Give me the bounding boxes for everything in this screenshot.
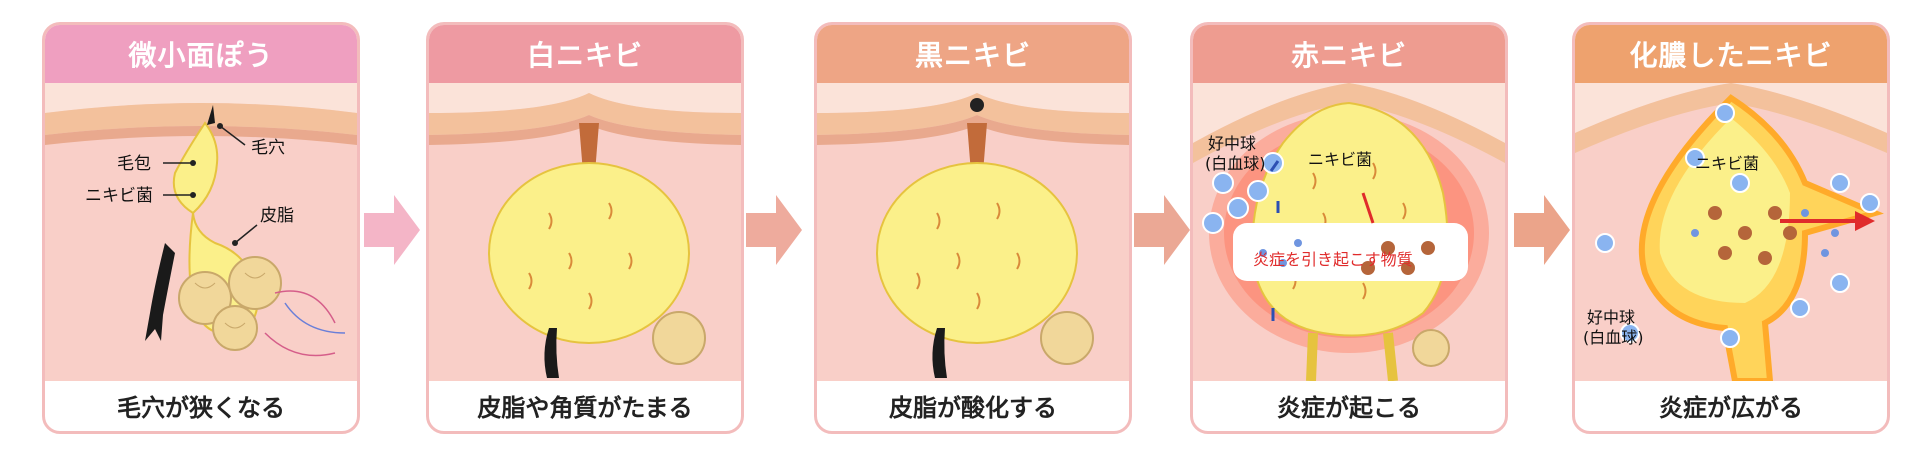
label-wbc: 好中球 [1208, 134, 1256, 153]
panel-title: 赤ニキビ [1193, 25, 1505, 83]
blackhead-illustration [817, 83, 1129, 381]
label-wbc-sub: (白血球) [1583, 328, 1644, 347]
label-sebaceous: 皮脂 [260, 206, 294, 226]
panel-title: 白ニキビ [429, 25, 741, 83]
label-bacteria: ニキビ菌 [85, 186, 153, 206]
panel-caption: 炎症が起こる [1277, 393, 1421, 422]
panel-caption: 皮脂が酸化する [889, 393, 1057, 422]
panel-title: 微小面ぽう [45, 25, 357, 83]
arrow-icon [1134, 195, 1190, 265]
stage-panel-blackhead: 黒ニキビ 皮脂が酸化する [814, 22, 1132, 434]
stage-panel-whitehead: 白ニキビ 皮脂や角質がたまる [426, 22, 744, 434]
label-pore: 毛穴 [251, 138, 285, 158]
stage-panel-microcomedo: 微小面ぽう 毛穴 毛包 ニキビ菌 皮脂 毛穴が狭くなる [42, 22, 360, 434]
label-bacteria: ニキビ菌 [1308, 150, 1372, 169]
stage-panel-red-pimple: 赤ニキビ 好中球 (白血球) ニキビ菌 炎症を引き起こす物質 炎症が起こる [1190, 22, 1508, 434]
arrow-icon [364, 195, 420, 265]
label-inflammatory-substance: 炎症を引き起こす物質 [1253, 250, 1413, 269]
arrow-icon [746, 195, 802, 265]
label-bacteria: ニキビ菌 [1695, 154, 1759, 173]
panel-title: 黒ニキビ [817, 25, 1129, 83]
label-wbc-sub: (白血球) [1205, 154, 1266, 173]
label-wbc: 好中球 [1587, 308, 1635, 327]
pustule-illustration: ニキビ菌 好中球 (白血球) [1575, 83, 1887, 381]
red-pimple-illustration: 好中球 (白血球) ニキビ菌 炎症を引き起こす物質 [1193, 83, 1505, 381]
panel-caption: 炎症が広がる [1659, 393, 1803, 422]
label-follicle: 毛包 [117, 154, 151, 174]
panel-title: 化膿したニキビ [1575, 25, 1887, 83]
panel-caption: 毛穴が狭くなる [117, 393, 285, 422]
stage-panel-pustule: 化膿したニキビ ニキビ菌 好中球 (白血球) 炎症が広がる [1572, 22, 1890, 434]
panel-caption: 皮脂や角質がたまる [477, 393, 693, 422]
whitehead-illustration [429, 83, 741, 381]
arrow-icon [1514, 195, 1570, 265]
microcomedo-illustration: 毛穴 毛包 ニキビ菌 皮脂 [45, 83, 357, 381]
